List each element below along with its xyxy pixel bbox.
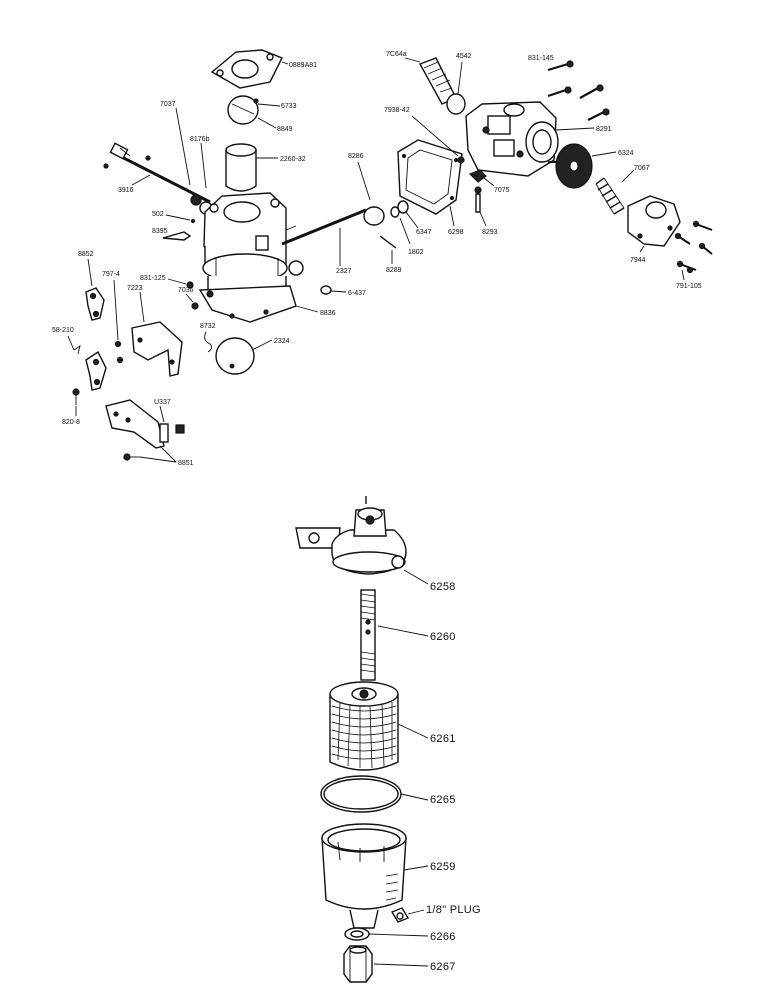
label-body: 8836 <box>320 310 336 317</box>
carburetor-assembly: 0889A81 6733 8849 2260-32 7037 8176b <box>52 49 713 467</box>
throttle-plate <box>227 95 281 129</box>
pump-cover <box>627 195 681 247</box>
inlet-fitting <box>404 57 457 105</box>
carburetor-body <box>198 192 297 323</box>
label-screw-831-125: 831-125 <box>140 275 166 282</box>
pump-housing <box>465 101 559 177</box>
label-choke-plate: 8849 <box>277 126 293 133</box>
label-ring-4542: 4542 <box>456 53 472 60</box>
label-spring-7067: 7067 <box>634 165 650 172</box>
screws-791-105 <box>674 220 713 274</box>
label-gasket-6298: 6298 <box>448 229 464 236</box>
label-fitting: 7075 <box>494 187 510 194</box>
label-gasket: 6265 <box>430 794 456 806</box>
label-venturi: 2260-32 <box>280 156 306 163</box>
drain-nut <box>343 945 373 983</box>
label-bracket-7223: 7223 <box>127 285 143 292</box>
label-spring-797: 797-4 <box>102 271 120 278</box>
label-diaphragm: 6324 <box>618 150 634 157</box>
label-bushing: 8176b <box>190 136 210 143</box>
label-screws-791-105: 791-105 <box>676 283 702 290</box>
lever-clip <box>73 344 107 391</box>
label-nut-7036: 7036 <box>178 287 194 294</box>
label-gasket-top: 0889A81 <box>289 62 317 69</box>
spring-7067 <box>595 177 625 215</box>
drain-washer <box>344 927 370 941</box>
screw-8851 <box>123 445 177 463</box>
label-nut: 6267 <box>430 961 456 973</box>
label-disc: 2324 <box>274 338 290 345</box>
label-throttle-plate: 6733 <box>281 103 297 110</box>
label-shaft-3916: 3916 <box>118 187 134 194</box>
label-screws-831-145: 831-145 <box>528 55 554 62</box>
pump-gasket <box>397 139 463 215</box>
label-bracket-u337: U337 <box>154 399 171 406</box>
label-housing: 8291 <box>596 126 612 133</box>
label-washer-6347: 6347 <box>416 229 432 236</box>
bracket-7223 <box>131 321 183 377</box>
fitting-7075 <box>468 169 487 183</box>
label-washer: 6266 <box>430 931 456 943</box>
filter-stud <box>360 589 376 681</box>
label-plate-8732: 8732 <box>200 323 216 330</box>
label-ring: 6-437 <box>348 290 366 297</box>
label-screw-8851: 8851 <box>178 460 194 467</box>
label-bowl-cover: 6258 <box>430 581 456 593</box>
throttle-bracket <box>105 399 185 449</box>
label-valve: 8293 <box>482 229 498 236</box>
label-element: 6261 <box>430 733 456 745</box>
valve-8293 <box>474 186 482 213</box>
flange-gasket <box>210 49 289 89</box>
label-plug: 1/8" PLUG <box>426 904 481 916</box>
label-screw-820: 820-8 <box>62 419 80 426</box>
venturi-cylinder <box>225 143 278 192</box>
label-pin: 8289 <box>386 267 402 274</box>
label-seat: 7938-42 <box>384 107 410 114</box>
fuel-filter-assembly: 6258 6260 6261 6265 <box>295 496 481 983</box>
label-needle: 8395 <box>152 228 168 235</box>
label-lever-8852: 8852 <box>78 251 94 258</box>
label-clip: 58-210 <box>52 327 74 334</box>
filter-bowl <box>321 823 407 929</box>
float-shaft <box>281 208 367 276</box>
throttle-shaft <box>103 142 213 215</box>
lever-8852 <box>85 287 105 321</box>
screws-831-145 <box>547 60 610 121</box>
pipe-plug <box>390 907 410 923</box>
disc-2324 <box>215 337 255 375</box>
filter-gasket <box>320 775 402 813</box>
filter-bowl-cover <box>295 496 407 575</box>
filter-element <box>329 681 399 771</box>
label-bowl: 6259 <box>430 861 456 873</box>
label-shaft-2327: 2327 <box>336 268 352 275</box>
label-inlet-fitting: 7C64a <box>386 51 407 58</box>
label-float: 8286 <box>348 153 364 160</box>
label-washer-1802: 1802 <box>408 249 424 256</box>
label-cover: 7944 <box>630 257 646 264</box>
label-screw-502: 502 <box>152 211 164 218</box>
label-shaft-7037: 7037 <box>160 101 176 108</box>
label-stud: 6260 <box>430 631 456 643</box>
diaphragm <box>548 143 593 189</box>
